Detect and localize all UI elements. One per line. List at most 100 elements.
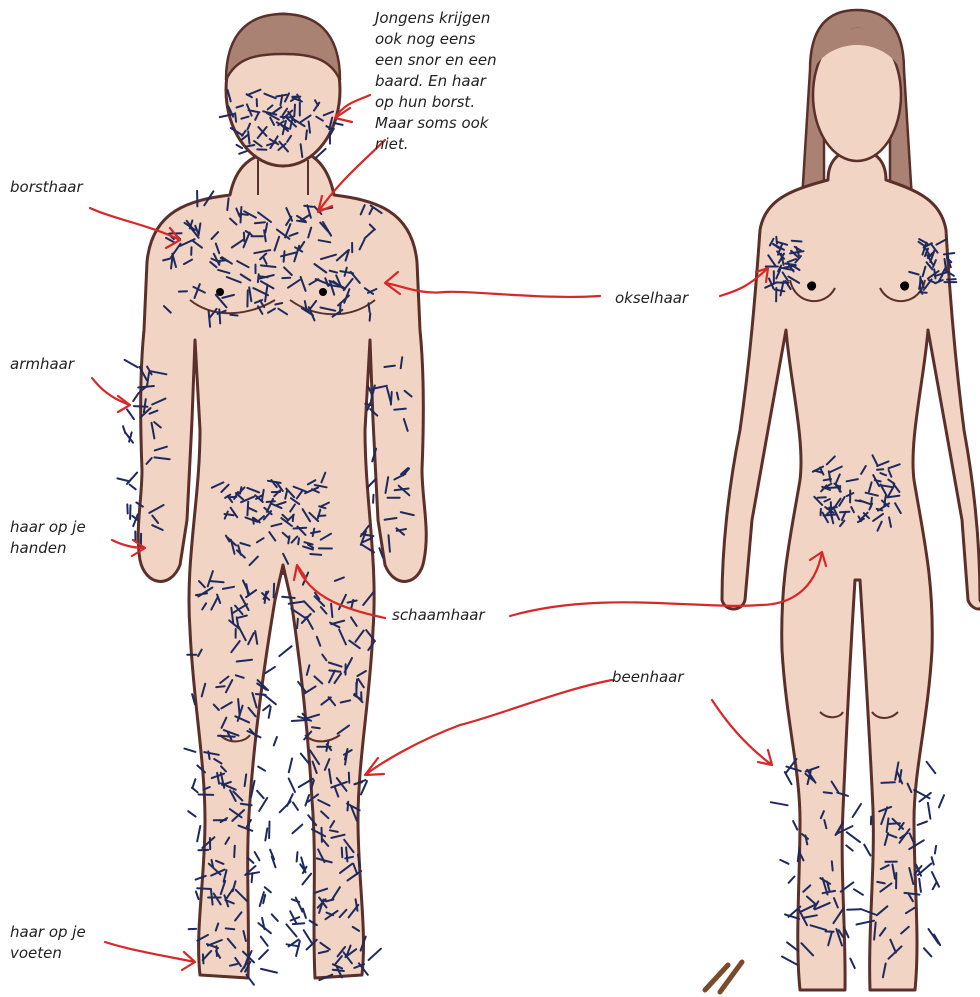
hair-stroke (184, 749, 195, 752)
hair-stroke (933, 883, 937, 890)
hair-stroke (296, 898, 303, 912)
hair-stroke (864, 845, 870, 856)
hair-stroke (947, 279, 956, 280)
hair-stroke (269, 707, 271, 718)
hair-stroke (257, 791, 264, 798)
female-figure (722, 10, 980, 990)
hair-stroke (920, 292, 927, 293)
hair-stroke (274, 737, 277, 745)
hair-stroke (929, 929, 939, 944)
hair-stroke (881, 782, 894, 783)
hair-stroke (284, 251, 285, 261)
hair-stroke (298, 538, 299, 544)
hair-stroke (939, 795, 944, 807)
hair-stroke (274, 584, 275, 598)
hair-stroke (255, 852, 260, 860)
hair-stroke (259, 276, 268, 277)
leg-hair-label: beenhaar (612, 667, 684, 688)
hair-stroke (227, 198, 228, 210)
hair-stroke (293, 803, 298, 810)
hair-stroke (853, 804, 861, 817)
hair-stroke (261, 969, 277, 973)
arrow-beenhaar-male (365, 680, 612, 775)
hair-stroke (927, 762, 936, 773)
hair-stroke (127, 473, 137, 484)
hair-stroke (261, 937, 268, 946)
hair-stroke (259, 798, 267, 811)
hair-stroke (394, 409, 406, 410)
hair-stroke (294, 105, 295, 117)
hair-stroke (384, 366, 395, 367)
hair-stroke (944, 253, 954, 254)
male-body-outline (138, 150, 426, 978)
hair-stroke (368, 479, 376, 487)
arrow-schaamhaar-female (510, 552, 826, 616)
hair-stroke (218, 736, 235, 737)
arrow-beenhaar-female (712, 700, 772, 765)
hair-stroke (928, 803, 931, 819)
hair-stroke (333, 970, 344, 971)
hair-stroke (279, 646, 291, 656)
hair-stroke (123, 426, 125, 433)
hair-stroke (854, 889, 863, 895)
hair-stroke (259, 950, 268, 959)
hair-stroke (241, 804, 252, 805)
hair-stroke (192, 779, 195, 788)
hair-stroke (133, 393, 138, 401)
hair-stroke (288, 536, 289, 543)
hair-stroke (297, 619, 298, 628)
hair-stroke (389, 535, 390, 552)
hair-stroke (197, 888, 210, 889)
hair-stroke (935, 846, 936, 854)
hair-stroke (370, 313, 371, 321)
hair-stroke (117, 478, 129, 481)
hair-stroke (850, 959, 855, 969)
hair-stroke (349, 773, 350, 783)
hair-stroke (265, 887, 271, 892)
hair-stroke (230, 315, 237, 316)
hair-stroke (780, 860, 788, 864)
hair-stroke (287, 794, 293, 806)
hair-stroke (241, 207, 242, 223)
hair-stroke (252, 873, 253, 882)
hair-stroke (226, 928, 235, 929)
hair-stroke (239, 151, 247, 154)
hair-stroke (303, 909, 306, 918)
hair-stroke (248, 132, 249, 144)
hair-stroke (789, 877, 795, 883)
hair-stroke (125, 360, 138, 367)
hair-stroke (306, 130, 307, 139)
hair-stroke (771, 802, 788, 805)
hair-stroke (847, 909, 860, 910)
arrow-voeten (105, 942, 195, 970)
hair-stroke (286, 924, 296, 936)
hair-stroke (196, 892, 199, 900)
hair-stroke (847, 832, 860, 842)
hair-stroke (258, 767, 265, 771)
hair-stroke (289, 759, 292, 773)
hair-stroke (304, 930, 313, 944)
hair-stroke (258, 923, 271, 933)
hair-stroke (256, 694, 266, 695)
hair-stroke (282, 597, 295, 598)
hair-stroke (272, 914, 278, 921)
hair-stroke (840, 486, 841, 492)
hair-stroke (265, 828, 267, 840)
hair-stroke (197, 826, 200, 841)
boys-note-label: Jongens krijgen ook nog eens een snor en… (375, 8, 525, 155)
hair-stroke (253, 518, 254, 524)
hair-stroke (296, 941, 300, 956)
hair-stroke (216, 686, 225, 687)
hair-stroke (331, 604, 332, 617)
hair-stroke (302, 874, 311, 885)
hair-stroke (263, 705, 269, 710)
hair-stroke (209, 581, 223, 582)
hair-stroke (255, 222, 265, 223)
hair-stroke (818, 497, 826, 498)
foot-hair-label: haar op je voeten (10, 922, 86, 964)
hair-stroke (217, 261, 224, 262)
arm-hair-label: armhaar (10, 354, 74, 375)
hair-stroke (292, 899, 299, 902)
hair-stroke (877, 469, 883, 470)
